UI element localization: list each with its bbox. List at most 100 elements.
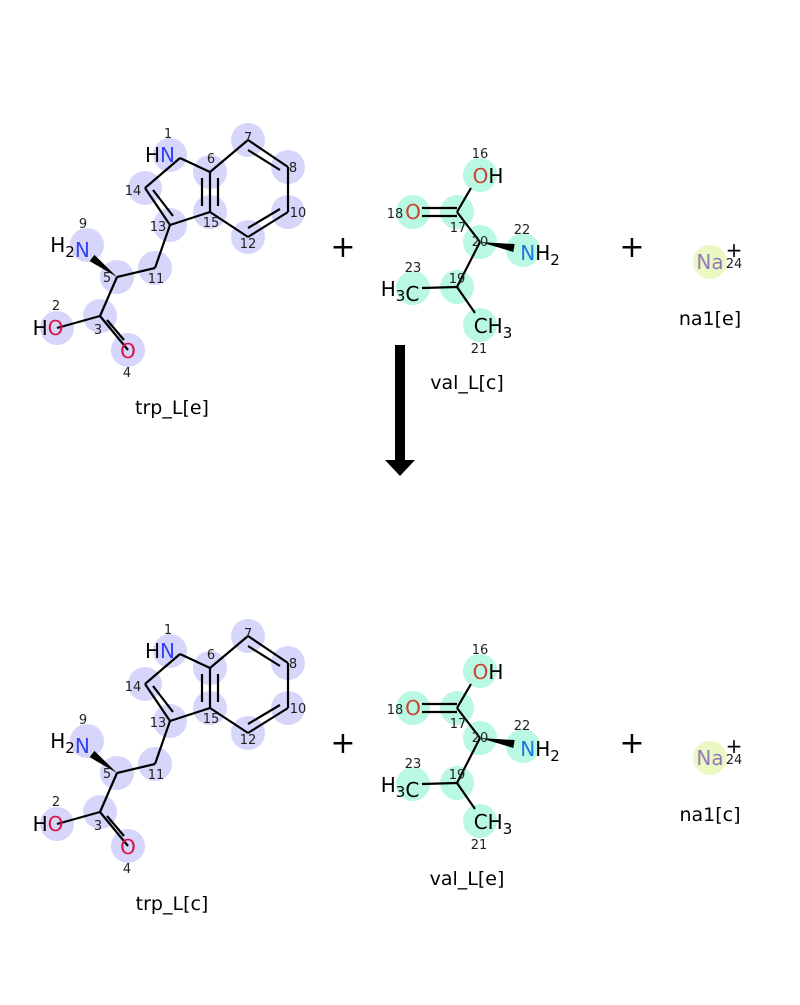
atom-index: 22 — [514, 223, 531, 238]
atom-index: 17 — [450, 221, 467, 236]
bond — [456, 187, 472, 213]
o-label: O — [120, 339, 136, 363]
bond — [209, 211, 249, 238]
plus-sign: + — [330, 230, 355, 265]
o-label: O — [405, 696, 421, 720]
bond — [209, 635, 249, 669]
nh2-label: H2N — [50, 729, 90, 758]
atom-index: 12 — [240, 733, 257, 748]
atom-index: 20 — [472, 731, 489, 746]
atom-index: 11 — [148, 768, 165, 783]
bond — [144, 187, 171, 226]
bond — [144, 653, 181, 685]
atom-index: 16 — [472, 643, 489, 658]
molecule-name: trp_L[e] — [135, 397, 209, 419]
oh-label: OH — [473, 164, 504, 188]
bond — [456, 707, 481, 739]
atom-index: 14 — [125, 680, 142, 695]
atom-index: 2 — [52, 299, 60, 314]
plus-sign: + — [330, 726, 355, 761]
bond — [106, 319, 125, 341]
atom-highlight — [693, 245, 727, 279]
atom-highlight — [463, 308, 497, 342]
atom-index: 15 — [203, 216, 220, 231]
ch3-label: CH3 — [474, 314, 513, 342]
bond — [247, 149, 281, 171]
bond — [456, 241, 481, 288]
bond — [144, 683, 171, 722]
atom-index: 9 — [79, 217, 87, 232]
bond — [456, 211, 481, 243]
o-label: O — [405, 200, 421, 224]
atom-highlight — [463, 654, 497, 688]
atom-highlight — [463, 158, 497, 192]
atom-highlight — [396, 767, 430, 801]
atom-index: 24 — [726, 753, 743, 768]
atom-index: 13 — [150, 220, 167, 235]
atom-index: 10 — [290, 206, 307, 221]
plus-sign: + — [619, 726, 644, 761]
charge-label: + — [726, 734, 743, 758]
atom-highlight — [396, 691, 430, 725]
atom-index: 5 — [103, 271, 111, 286]
atom-highlight — [693, 741, 727, 775]
bond — [209, 139, 249, 173]
bond — [209, 707, 249, 734]
bond — [456, 286, 476, 314]
molecule-name: na1[c] — [679, 804, 740, 826]
atom-index: 11 — [148, 272, 165, 287]
atom-index: 19 — [449, 272, 466, 287]
bond — [456, 782, 476, 810]
nh2-label: H2N — [50, 233, 90, 262]
bond — [456, 683, 472, 709]
atom-index: 3 — [94, 323, 102, 338]
nh-label: HN — [145, 639, 175, 663]
bond — [99, 811, 129, 847]
bond — [247, 645, 281, 667]
bond — [247, 707, 289, 734]
atom-index: 24 — [726, 257, 743, 272]
wedge-bond — [480, 738, 515, 748]
atom-highlight — [506, 729, 540, 763]
wedge-bond — [89, 254, 117, 277]
atom-index: 2 — [52, 795, 60, 810]
oh-label: HO — [33, 316, 64, 340]
bond — [456, 737, 481, 784]
bond — [152, 685, 174, 713]
bond — [421, 781, 458, 786]
atom-index: 14 — [125, 184, 142, 199]
bond — [56, 314, 101, 330]
bond — [56, 810, 101, 826]
atom-index: 1 — [164, 127, 172, 142]
atom-index: 10 — [290, 702, 307, 717]
bond — [247, 208, 281, 229]
atom-index: 19 — [449, 768, 466, 783]
atom-index: 5 — [103, 767, 111, 782]
reaction-arrow-head-icon — [385, 460, 415, 476]
bond — [98, 772, 119, 813]
atom-index: 23 — [405, 757, 422, 772]
molecule-name: trp_L[c] — [136, 893, 209, 915]
atom-index: 8 — [289, 657, 297, 672]
bond — [179, 157, 211, 173]
bond — [98, 276, 119, 317]
atom-index: 1 — [164, 623, 172, 638]
bond — [116, 266, 156, 279]
atom-index: 6 — [207, 152, 215, 167]
atom-index: 21 — [471, 342, 488, 357]
molecule-name: val_L[c] — [430, 372, 504, 394]
na-label: Na — [696, 746, 723, 770]
atom-index: 3 — [94, 819, 102, 834]
nh2-label: NH2 — [520, 241, 560, 269]
atom-index: 12 — [240, 237, 257, 252]
bond — [179, 653, 211, 669]
atom-highlight — [70, 228, 104, 262]
na-label: Na — [696, 250, 723, 274]
bond — [99, 315, 129, 351]
atom-highlight — [70, 724, 104, 758]
